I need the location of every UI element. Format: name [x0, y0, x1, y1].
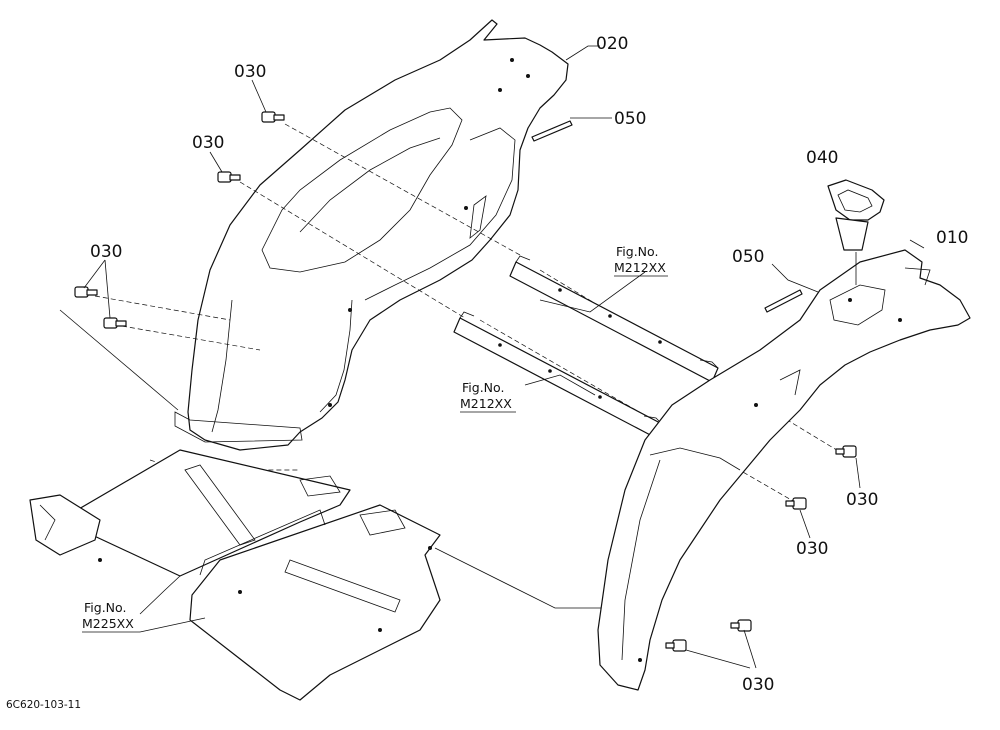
- bolt-icon: [835, 445, 857, 458]
- label-050-top: 050: [614, 109, 646, 129]
- fig-ref-upper-line2: M212XX: [614, 260, 666, 275]
- pin-icon: [531, 120, 573, 142]
- fig-ref-upper-line1: Fig.No.: [616, 244, 658, 259]
- left-fender-020: [174, 19, 569, 451]
- label-010: 010: [936, 228, 968, 248]
- leader-lines: [83, 45, 925, 669]
- label-050-right: 050: [732, 247, 764, 267]
- bolt-icon: [217, 171, 241, 183]
- drawing-code: 6C620-103-11: [6, 699, 81, 711]
- label-030-b: 030: [192, 133, 224, 153]
- label-030-c: 030: [90, 242, 122, 262]
- label-030-right-low: 030: [742, 675, 774, 695]
- label-040: 040: [806, 148, 838, 168]
- right-fender-010: [597, 249, 971, 691]
- pin-icon: [764, 289, 803, 313]
- bolt-icon: [665, 639, 687, 652]
- floor-step-assembly: [29, 449, 441, 701]
- fig-ref-middle-line1: Fig.No.: [462, 380, 504, 395]
- bolt-icon: [74, 286, 98, 298]
- bolt-icon: [730, 619, 752, 632]
- bolt-icon: [785, 497, 807, 510]
- bolt-icon: [261, 111, 285, 123]
- fig-ref-middle-line2: M212XX: [460, 396, 512, 411]
- bolt-icon: [103, 317, 127, 329]
- label-030-a: 030: [234, 62, 266, 82]
- label-030-right-mid: 030: [796, 539, 828, 559]
- fig-ref-lower-line1: Fig.No.: [84, 600, 126, 615]
- fig-ref-lower-line2: M225XX: [82, 616, 134, 631]
- label-030-right-upper: 030: [846, 490, 878, 510]
- cup-holder-040: [827, 179, 885, 285]
- label-020: 020: [596, 34, 628, 54]
